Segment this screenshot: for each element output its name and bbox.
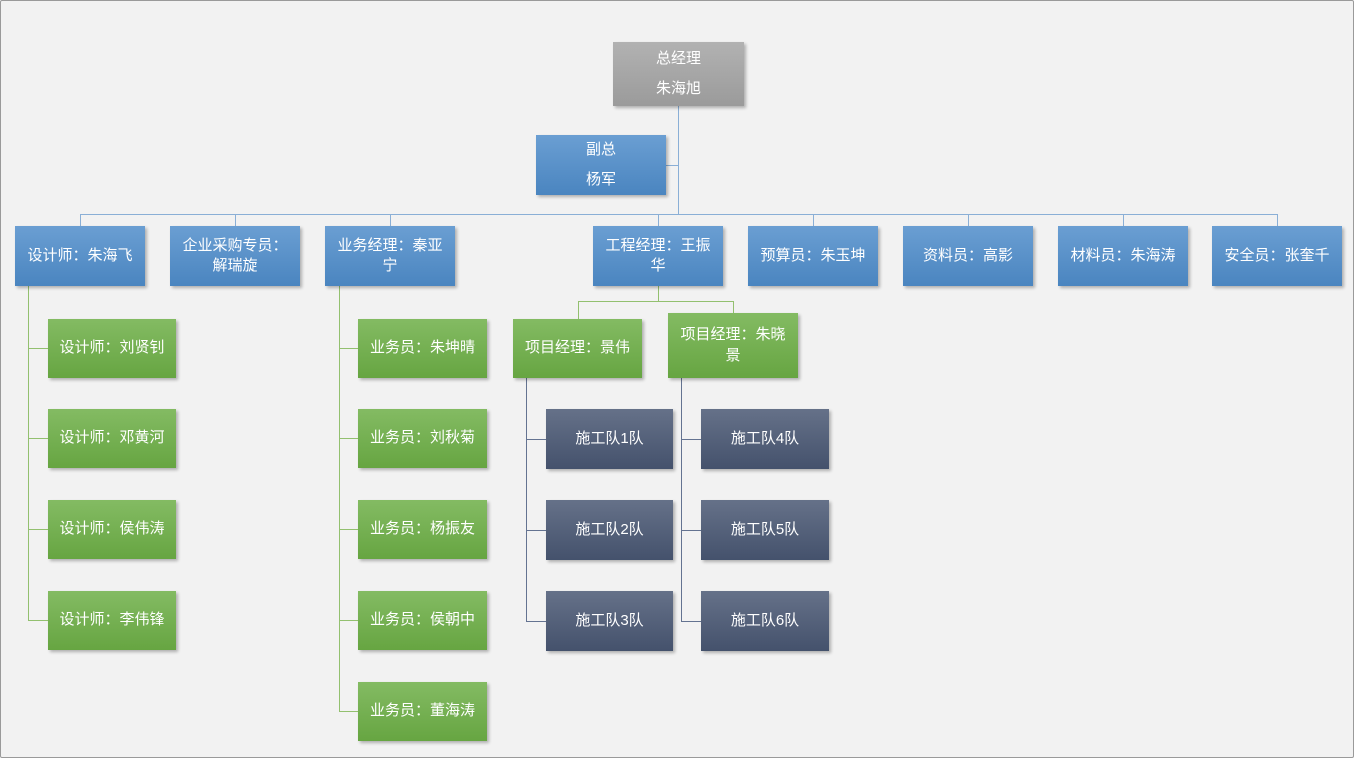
connector-line: [339, 348, 358, 349]
node-engineering-manager[interactable]: 工程经理：王振 华: [593, 226, 723, 286]
node-designer-2[interactable]: 设计师：邓黄河: [48, 409, 176, 468]
node-project-manager-2[interactable]: 项目经理：朱晓 景: [668, 313, 798, 378]
connector-line: [681, 621, 701, 622]
node-deputy-manager[interactable]: 副总 杨军: [536, 135, 666, 195]
connector-line: [80, 214, 1277, 215]
connector-line: [526, 530, 546, 531]
connector-line: [666, 165, 678, 166]
connector-line: [1123, 214, 1124, 226]
node-construction-team-1[interactable]: 施工队1队: [546, 409, 673, 469]
connector-line: [678, 106, 679, 214]
connector-line: [733, 301, 734, 313]
node-material-clerk[interactable]: 材料员：朱海涛: [1058, 226, 1188, 286]
connector-line: [526, 439, 546, 440]
node-construction-team-5[interactable]: 施工队5队: [701, 500, 829, 560]
connector-line: [28, 620, 48, 621]
connector-line: [339, 620, 358, 621]
node-construction-team-2[interactable]: 施工队2队: [546, 500, 673, 560]
connector-line: [681, 530, 701, 531]
node-document-clerk[interactable]: 资料员：高影: [903, 226, 1033, 286]
connector-line: [526, 378, 527, 621]
node-salesperson-1[interactable]: 业务员：朱坤晴: [358, 319, 487, 378]
node-construction-team-3[interactable]: 施工队3队: [546, 591, 673, 651]
node-construction-team-4[interactable]: 施工队4队: [701, 409, 829, 469]
node-designer-lead[interactable]: 设计师：朱海飞: [15, 226, 145, 286]
connector-line: [28, 348, 48, 349]
connector-line: [658, 286, 659, 301]
connector-line: [390, 214, 391, 226]
connector-line: [578, 301, 579, 319]
node-title: 总经理: [655, 50, 701, 67]
node-salesperson-4[interactable]: 业务员：侯朝中: [358, 591, 487, 650]
connector-line: [681, 378, 682, 621]
connector-line: [578, 301, 733, 302]
connector-line: [339, 286, 340, 711]
node-budget-officer[interactable]: 预算员：朱玉坤: [748, 226, 878, 286]
node-business-manager[interactable]: 业务经理：秦亚 宁: [325, 226, 455, 286]
node-designer-3[interactable]: 设计师：侯伟涛: [48, 500, 176, 559]
connector-line: [235, 214, 236, 226]
node-general-manager[interactable]: 总经理 朱海旭: [613, 42, 744, 106]
node-procurement-specialist[interactable]: 企业采购专员： 解瑞旋: [170, 226, 300, 286]
node-project-manager-1[interactable]: 项目经理：景伟: [513, 319, 642, 378]
connector-line: [813, 214, 814, 226]
node-safety-officer[interactable]: 安全员：张奎千: [1212, 226, 1342, 286]
connector-line: [526, 621, 546, 622]
connector-line: [339, 438, 358, 439]
node-title: 副总: [585, 141, 616, 158]
node-construction-team-6[interactable]: 施工队6队: [701, 591, 829, 651]
connector-line: [80, 214, 81, 226]
node-designer-1[interactable]: 设计师：刘贤钊: [48, 319, 176, 378]
node-salesperson-2[interactable]: 业务员：刘秋菊: [358, 409, 487, 468]
node-person: 杨军: [585, 170, 616, 188]
node-designer-4[interactable]: 设计师：李伟锋: [48, 591, 176, 650]
connector-line: [28, 438, 48, 439]
connector-line: [968, 214, 969, 226]
connector-line: [658, 214, 659, 226]
node-person: 朱海旭: [655, 79, 701, 97]
connector-line: [339, 529, 358, 530]
connector-line: [28, 529, 48, 530]
connector-line: [28, 286, 29, 620]
connector-line: [681, 439, 701, 440]
connector-line: [339, 711, 358, 712]
node-salesperson-3[interactable]: 业务员：杨振友: [358, 500, 487, 559]
node-salesperson-5[interactable]: 业务员：董海涛: [358, 682, 487, 741]
connector-line: [1277, 214, 1278, 226]
